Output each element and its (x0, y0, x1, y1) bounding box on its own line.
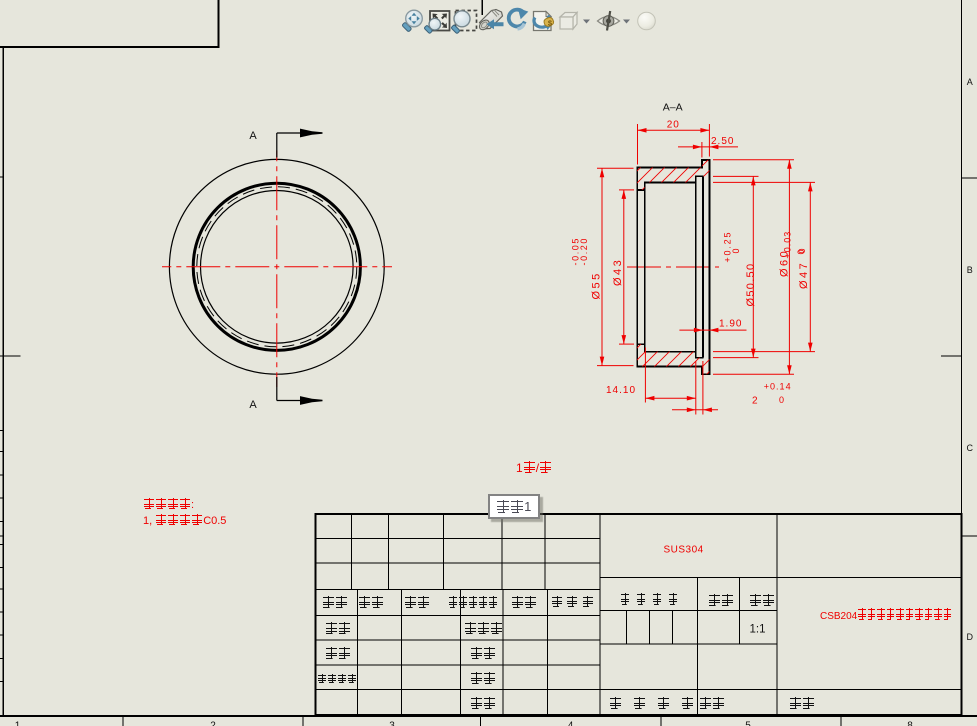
svg-text:1.90: 1.90 (719, 319, 742, 330)
svg-text:C: C (967, 443, 974, 453)
svg-text:2.50: 2.50 (711, 136, 734, 147)
svg-text:+0.25: +0.25 (723, 231, 733, 263)
svg-text:0: 0 (731, 248, 741, 253)
svg-text:A: A (249, 130, 257, 142)
svg-text:5: 5 (745, 721, 751, 726)
svg-text:B: B (967, 265, 973, 275)
svg-text:20: 20 (667, 120, 680, 131)
svg-text:+0.14: +0.14 (764, 382, 792, 392)
svg-text:0: 0 (797, 248, 807, 253)
svg-text:1:1: 1:1 (750, 624, 766, 636)
svg-text:0: 0 (796, 249, 806, 254)
svg-text:2: 2 (210, 721, 216, 726)
svg-text:Ø50.50: Ø50.50 (745, 263, 757, 307)
svg-text:A: A (249, 399, 257, 411)
svg-text:SUS304: SUS304 (664, 545, 704, 556)
svg-text:Ø43: Ø43 (612, 258, 624, 286)
svg-text:Ø60: Ø60 (778, 249, 790, 277)
svg-text:$: $ (548, 19, 553, 28)
svg-text:4: 4 (568, 721, 574, 726)
svg-text:1: 1 (15, 721, 21, 726)
svg-text:A–A: A–A (663, 102, 683, 114)
svg-text:A: A (967, 77, 973, 87)
svg-text:8: 8 (907, 721, 913, 726)
svg-text:2: 2 (752, 396, 758, 407)
svg-text:-0.05: -0.05 (571, 237, 581, 266)
svg-text:-0.20: -0.20 (579, 237, 589, 266)
svg-text:3: 3 (389, 721, 395, 726)
svg-text:0: 0 (779, 395, 784, 405)
svg-text:Ø55: Ø55 (591, 271, 603, 299)
svg-text:14.10: 14.10 (606, 385, 636, 396)
svg-text:Ø47: Ø47 (798, 261, 810, 289)
svg-text:D: D (967, 632, 974, 642)
svg-text:+0.03: +0.03 (782, 231, 792, 259)
